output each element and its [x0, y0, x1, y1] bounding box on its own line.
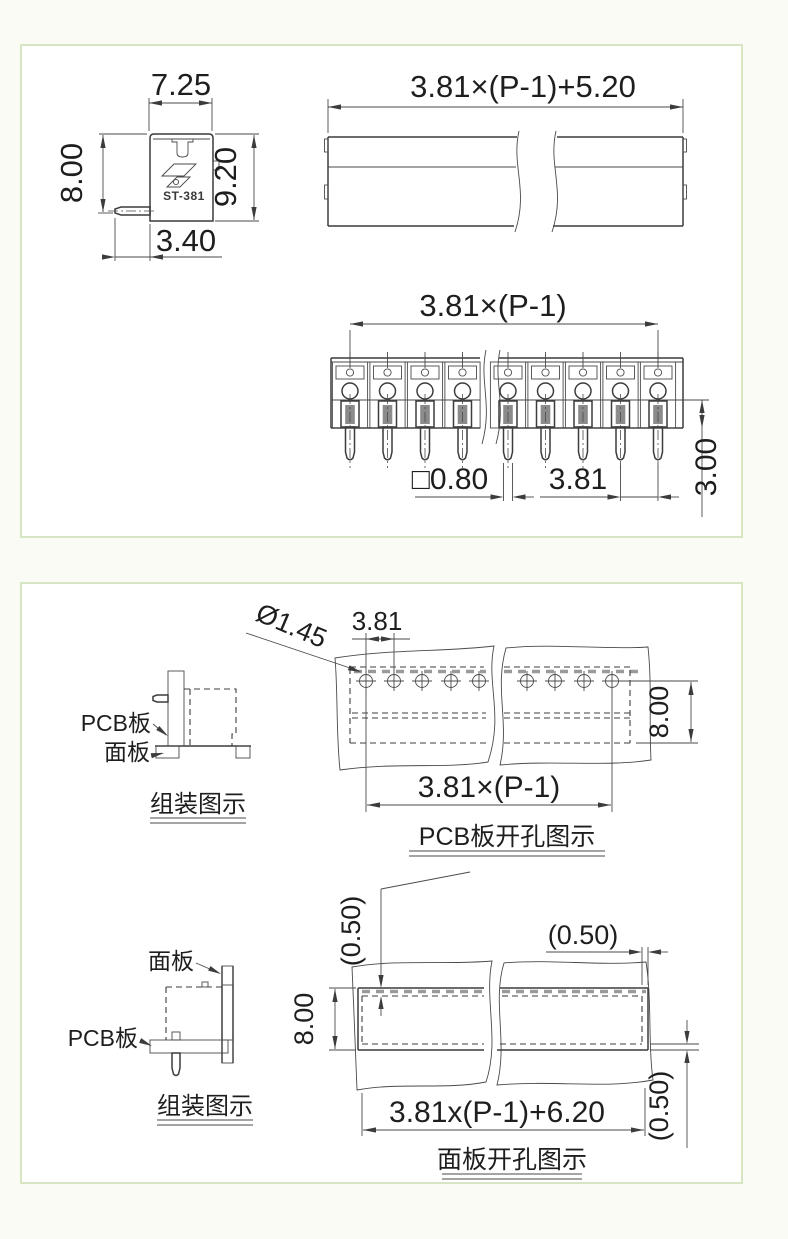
- connector-pin-row-view: 3.81×(P-1) □0.80: [330, 288, 723, 517]
- dim-panel-height: 8.00: [289, 993, 319, 1046]
- dim-pcb-pitch: 3.81: [352, 606, 403, 636]
- label-front-panel-bottom: 面板: [148, 948, 194, 974]
- assembly-top-caption: 组装图示: [150, 791, 246, 818]
- connector-side-view: ST-381 7.25 8.00 9.20 3.40: [54, 67, 259, 261]
- gap-bottom-dim: (0.50): [644, 1071, 674, 1142]
- dim-side-top-width: 7.25: [151, 67, 211, 102]
- brand-text: ST-381: [163, 189, 205, 203]
- gap-top-dim: (0.50): [336, 896, 366, 967]
- panel-view-caption: 面板开孔图示: [437, 1146, 587, 1174]
- dim-front-total-width: 3.81×(P-1)+5.20: [410, 69, 636, 104]
- connector-front-view: 3.81×(P-1)+5.20: [324, 69, 687, 233]
- pcb-view-caption: PCB板开孔图示: [419, 823, 595, 851]
- dim-side-right-height: 9.20: [208, 147, 243, 207]
- label-pcb-board-bottom: PCB板: [68, 1025, 138, 1051]
- label-pcb-board-top: PCB板: [81, 710, 151, 736]
- label-front-panel-top: 面板: [104, 739, 150, 765]
- panel-cutout-view: 8.00 (0.50) (0.50) (0.50) 3.81x(P-1)+6.2…: [289, 871, 699, 1180]
- brand-logo: [160, 163, 198, 188]
- gap-right-dim: (0.50): [548, 920, 619, 950]
- assembly-view-top: PCB板 面板 组装图示: [81, 670, 251, 824]
- assembly-view-bottom: 面板 PCB板 组装图示: [68, 948, 253, 1126]
- dim-pin-square: □0.80: [412, 463, 489, 496]
- pcb-hole-view: 3.81 Ø1.45 8.00 3.81×(P-1) PCB板开孔图示: [245, 598, 698, 857]
- dim-side-pin-length: 3.40: [156, 223, 216, 258]
- dim-side-left-height: 8.00: [54, 143, 89, 203]
- dim-pcb-span: 3.81×(P-1): [418, 771, 561, 804]
- dim-pin-span: 3.81×(P-1): [419, 288, 566, 323]
- assembly-bottom-caption: 组装图示: [157, 1093, 253, 1120]
- dim-pcb-height: 8.00: [644, 686, 674, 739]
- dim-pin-height: 3.00: [690, 438, 723, 496]
- panel-1-frame: [20, 44, 743, 538]
- dim-panel-span: 3.81x(P-1)+6.20: [389, 1096, 605, 1129]
- dim-pin-pitch: 3.81: [549, 463, 607, 496]
